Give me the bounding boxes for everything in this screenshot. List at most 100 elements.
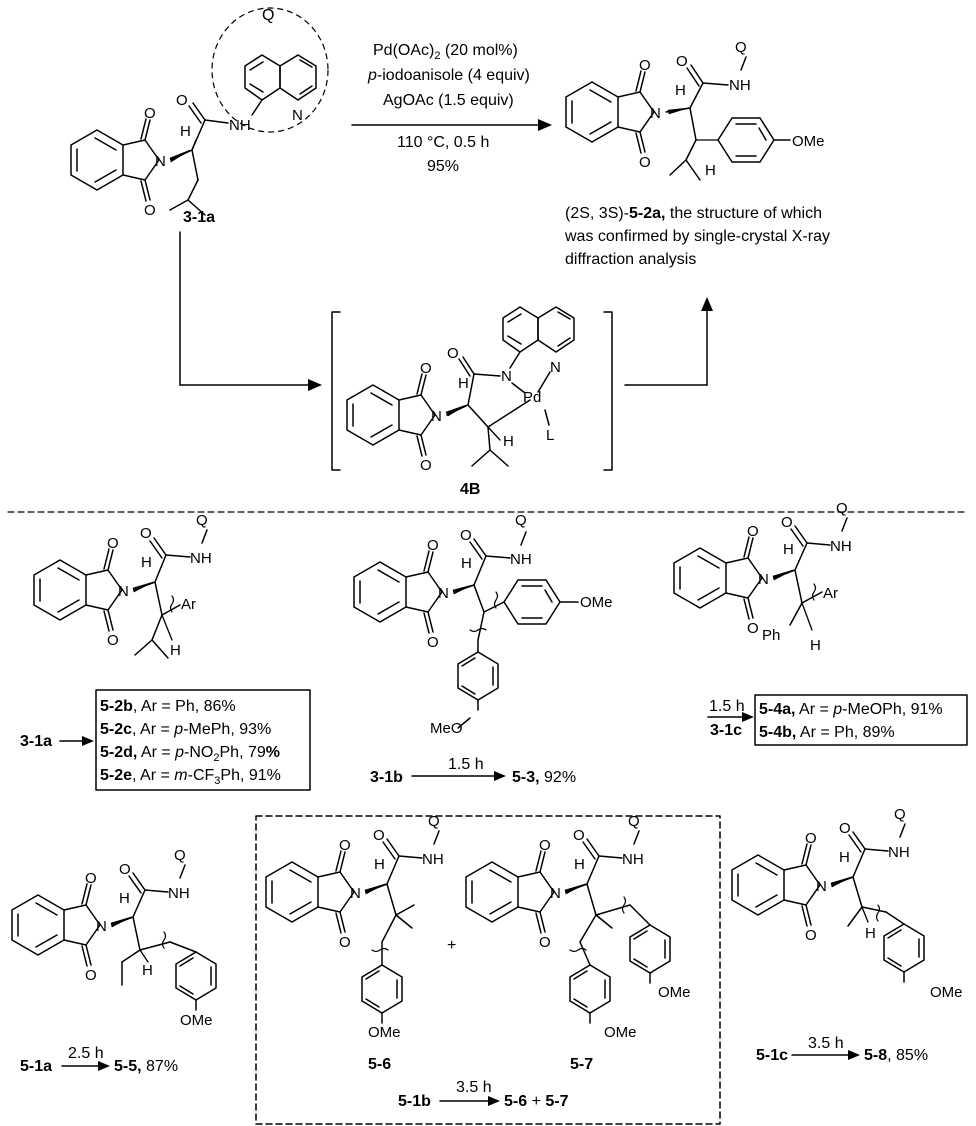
svg-text:OMe: OMe <box>658 984 691 1001</box>
product-note: (2S, 3S)-5-2a, the structure of which wa… <box>564 205 830 268</box>
svg-text:3.5 h: 3.5 h <box>808 1035 844 1052</box>
svg-text:H: H <box>783 541 794 558</box>
route-3-1b: 3-1b 1.5 h 5-3, 92% <box>370 756 576 786</box>
svg-text:NH: NH <box>622 851 644 868</box>
svg-text:O: O <box>781 514 793 531</box>
scaffold-5-2: H O NH Q Ar H <box>33 512 212 659</box>
svg-text:Ar: Ar <box>823 585 838 602</box>
svg-text:O: O <box>373 827 385 844</box>
svg-text:H: H <box>839 849 850 866</box>
svg-text:Q: Q <box>836 500 848 517</box>
plus-sign: + <box>447 937 456 954</box>
svg-text:Q: Q <box>428 813 440 830</box>
svg-text:OMe: OMe <box>368 1024 401 1041</box>
svg-text:110 °C, 0.5 h: 110 °C, 0.5 h <box>397 134 489 151</box>
svg-text:O: O <box>447 345 459 362</box>
product-5-8: H O NH Q H OMe <box>731 806 963 1001</box>
svg-text:Ar: Ar <box>181 596 196 613</box>
svg-text:(2S, 3S)-5-2a, the structure o: (2S, 3S)-5-2a, the structure of which <box>565 205 822 222</box>
svg-text:L: L <box>546 427 554 444</box>
substrate-3-1a-row1: 3-1a <box>20 733 94 750</box>
svg-text:N: N <box>501 368 512 385</box>
svg-text:N: N <box>292 107 303 124</box>
svg-text:H: H <box>141 554 152 571</box>
svg-text:Pd(OAc)2 (20 mol%): Pd(OAc)2 (20 mol%) <box>373 42 518 62</box>
svg-text:H: H <box>865 925 876 942</box>
svg-text:OMe: OMe <box>604 1024 637 1041</box>
svg-text:H: H <box>810 637 821 654</box>
svg-text:5-5, 87%: 5-5, 87% <box>114 1058 178 1075</box>
svg-text:5-6 + 5-7: 5-6 + 5-7 <box>504 1093 569 1110</box>
svg-text:H: H <box>458 375 469 392</box>
svg-text:NH: NH <box>888 844 910 861</box>
svg-text:Q: Q <box>515 512 527 529</box>
svg-text:5-4b, Ar = Ph, 89%: 5-4b, Ar = Ph, 89% <box>759 724 895 741</box>
svg-text:5-1b: 5-1b <box>398 1093 431 1110</box>
svg-text:5-2c, Ar = p-MePh, 93%: 5-2c, Ar = p-MePh, 93% <box>100 721 271 738</box>
svg-text:5-6: 5-6 <box>368 1056 391 1073</box>
svg-text:H: H <box>705 162 716 179</box>
box-5-6-5-7: H O NH Q OMe + H O NH Q O <box>255 813 721 1125</box>
svg-text:NH: NH <box>229 117 251 134</box>
svg-text:5-4a, Ar = p-MeOPh, 91%: 5-4a, Ar = p-MeOPh, 91% <box>759 701 943 718</box>
svg-text:N: N <box>550 359 561 376</box>
svg-text:O: O <box>839 820 851 837</box>
svg-text:H: H <box>461 555 472 572</box>
intermediate-pathway <box>179 231 713 391</box>
box-5-2-list: 5-2b, Ar = Ph, 86% 5-2c, Ar = p-MePh, 93… <box>95 689 311 791</box>
svg-text:5-2d, Ar = p-NO2Ph, 79%: 5-2d, Ar = p-NO2Ph, 79% <box>100 744 280 764</box>
svg-text:H: H <box>675 82 686 99</box>
svg-text:H: H <box>142 962 153 979</box>
svg-text:Q: Q <box>174 847 186 864</box>
svg-text:MeO: MeO <box>430 720 463 737</box>
svg-text:NH: NH <box>729 77 751 94</box>
svg-text:O: O <box>176 92 188 109</box>
product-5-3: H O NH Q OMe MeO <box>353 512 613 737</box>
svg-text:3-1a: 3-1a <box>20 733 52 750</box>
svg-text:O: O <box>140 525 152 542</box>
route-5-1a: 5-1a 2.5 h 5-5, 87% <box>20 1045 178 1075</box>
svg-text:OMe: OMe <box>792 133 825 150</box>
svg-text:5-1c: 5-1c <box>756 1047 788 1064</box>
svg-text:Q: Q <box>628 813 640 830</box>
svg-text:Q: Q <box>894 806 906 823</box>
svg-text:Q: Q <box>196 512 208 529</box>
svg-text:3-1c: 3-1c <box>710 722 742 739</box>
svg-text:5-2b, Ar = Ph, 86%: 5-2b, Ar = Ph, 86% <box>100 698 236 715</box>
svg-text:2.5 h: 2.5 h <box>68 1045 104 1062</box>
svg-text:was confirmed by single-crysta: was confirmed by single-crystal X-ray <box>564 228 830 245</box>
svg-text:5-1a: 5-1a <box>20 1058 52 1075</box>
svg-text:NH: NH <box>422 851 444 868</box>
svg-text:3-1b: 3-1b <box>370 769 403 786</box>
q-label: Q <box>262 7 274 24</box>
svg-text:3.5 h: 3.5 h <box>456 1079 492 1096</box>
product-5-2a: H O NH Q H OMe <box>565 39 825 181</box>
svg-text:H: H <box>170 642 181 659</box>
svg-text:NH: NH <box>830 538 852 555</box>
svg-text:diffraction analysis: diffraction analysis <box>565 251 696 268</box>
svg-text:5-8, 85%: 5-8, 85% <box>864 1047 928 1064</box>
route-3-1c: 1.5 h 3-1c 5-4a, Ar = p-MeOPh, 91% 5-4b,… <box>707 694 968 746</box>
svg-text:1.5 h: 1.5 h <box>448 756 484 773</box>
svg-text:H: H <box>503 433 514 450</box>
svg-text:O: O <box>460 527 472 544</box>
intermediate-4b: H O N Pd L H N 4B <box>331 306 613 498</box>
svg-text:O: O <box>676 53 688 70</box>
svg-text:NH: NH <box>190 550 212 567</box>
svg-text:H: H <box>119 890 130 907</box>
sm-label-3-1a: 3-1a <box>183 209 215 226</box>
svg-text:1.5 h: 1.5 h <box>709 698 745 715</box>
svg-text:5-3, 92%: 5-3, 92% <box>512 769 576 786</box>
svg-text:H: H <box>180 123 191 140</box>
svg-text:p-iodoanisole (4 equiv): p-iodoanisole (4 equiv) <box>367 67 530 84</box>
svg-text:Ph: Ph <box>762 627 780 644</box>
svg-text:NH: NH <box>168 885 190 902</box>
svg-text:OMe: OMe <box>580 594 613 611</box>
svg-text:5-2e, Ar = m-CF3Ph, 91%: 5-2e, Ar = m-CF3Ph, 91% <box>100 767 281 787</box>
route-5-1c: 3.5 h 5-1c 5-8, 85% <box>756 1035 928 1064</box>
product-5-5: H O NH Q H OMe <box>11 847 217 1029</box>
svg-text:H: H <box>374 856 385 873</box>
svg-text:95%: 95% <box>427 158 459 175</box>
reaction-conditions: Pd(OAc)2 (20 mol%) p-iodoanisole (4 equi… <box>367 42 530 175</box>
svg-text:5-7: 5-7 <box>570 1056 593 1073</box>
